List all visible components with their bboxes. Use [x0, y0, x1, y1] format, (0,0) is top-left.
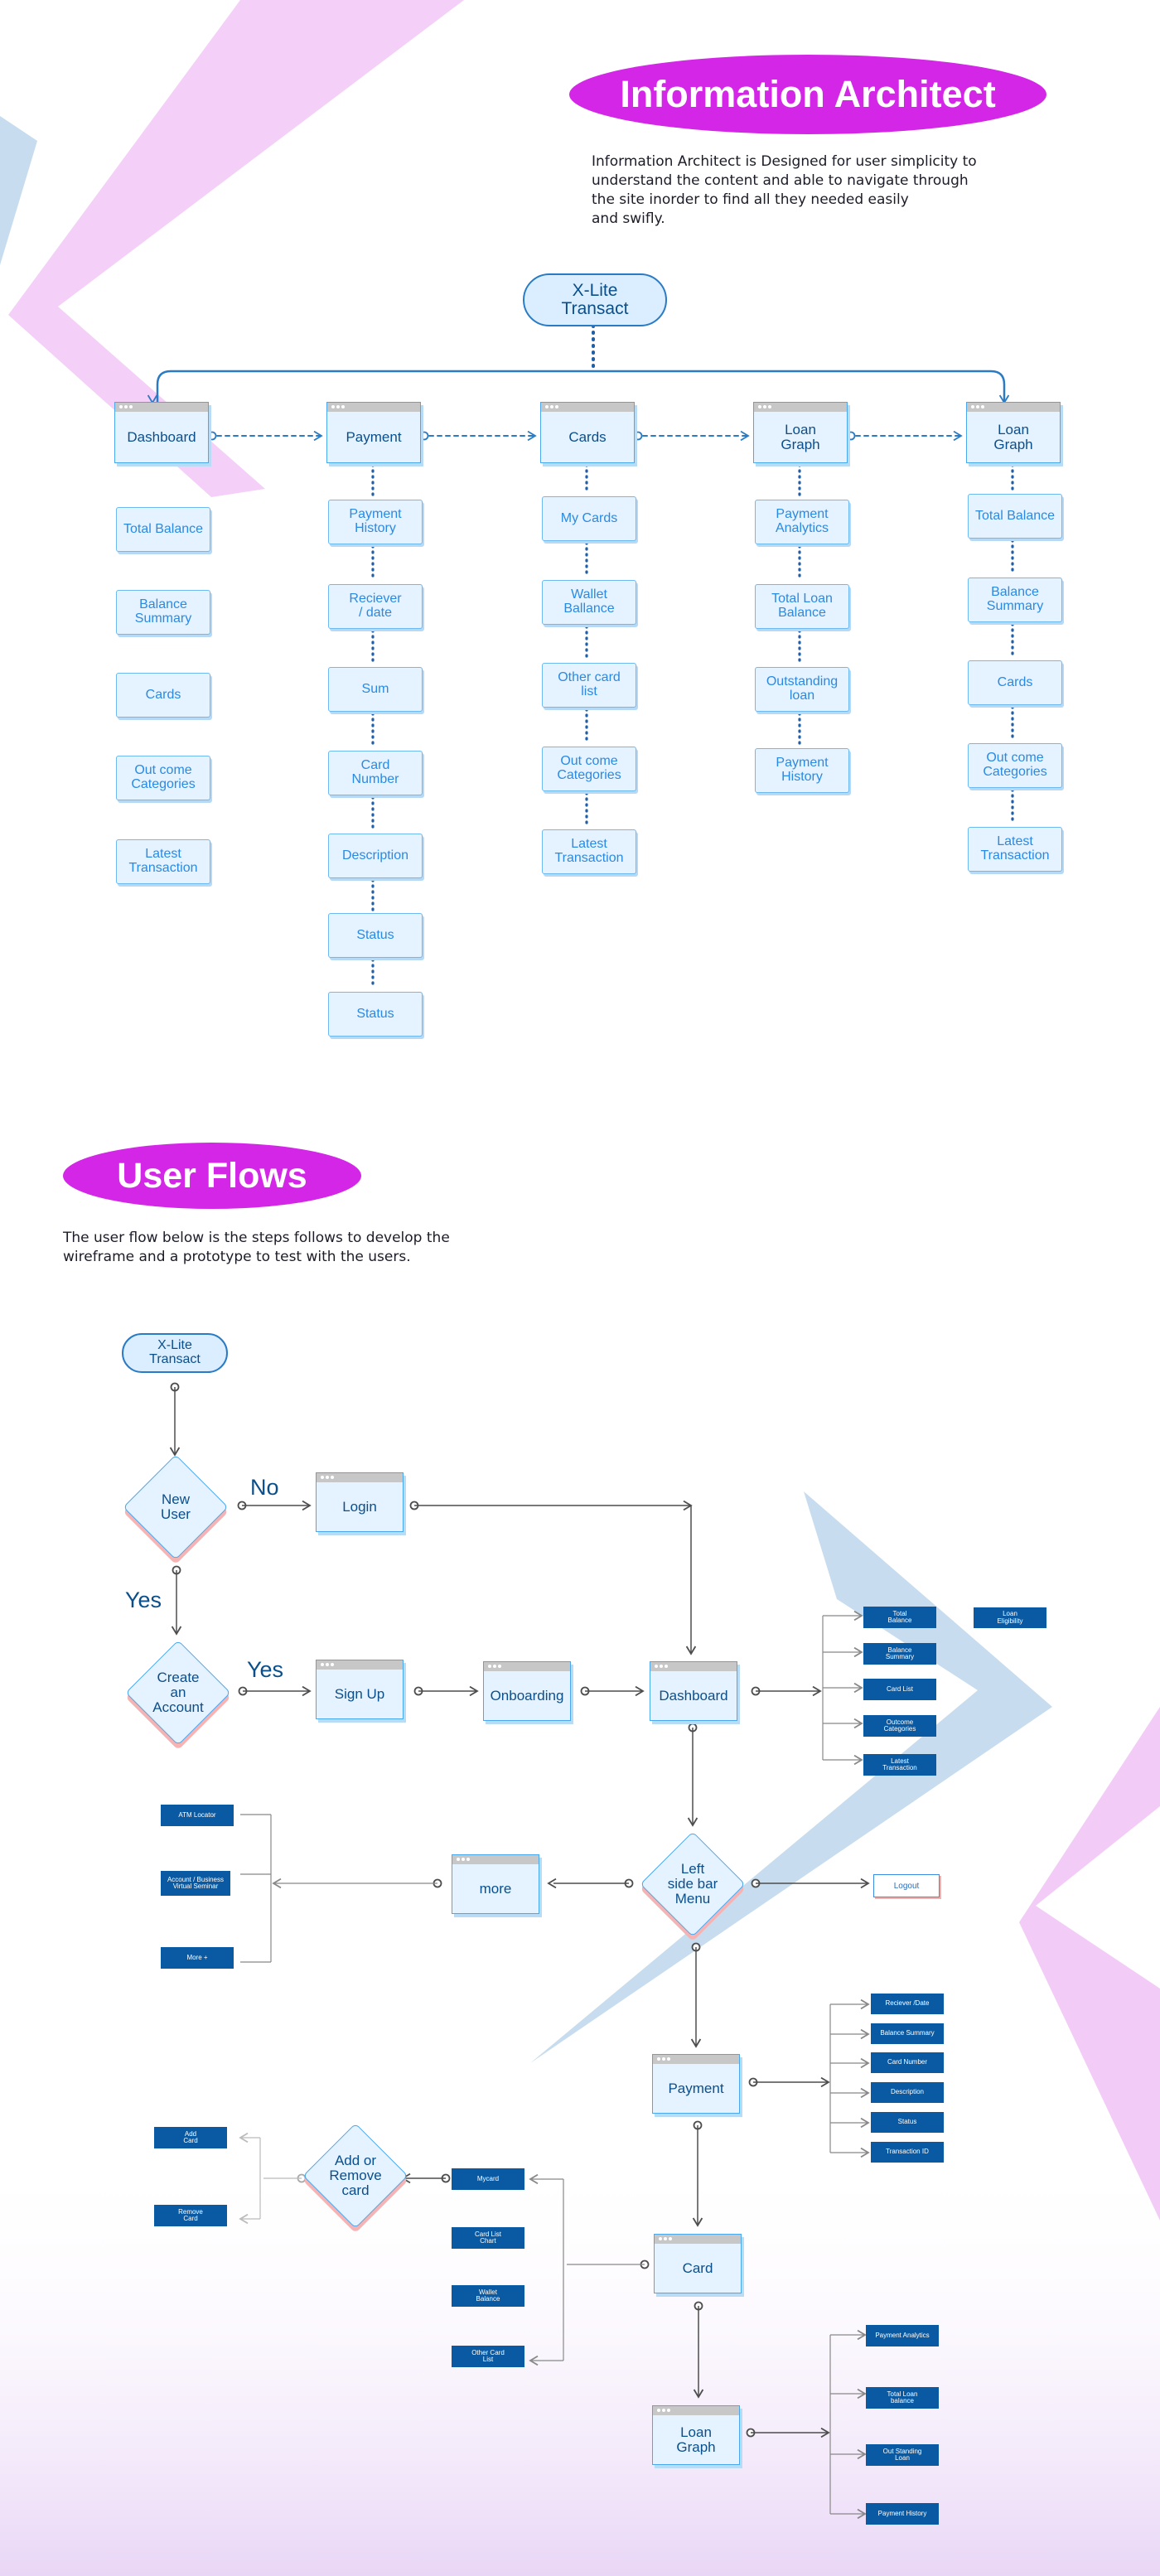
ia-item: Payment History [328, 500, 423, 544]
chip-payment-item: Status [871, 2112, 944, 2133]
chip-add-remove-item: Add Card [154, 2127, 227, 2148]
screen-more[interactable]: more [452, 1854, 539, 1914]
chip-payment-item: Description [871, 2082, 944, 2103]
ia-item: Description [328, 834, 423, 878]
chip-loan-item: Payment Analytics [866, 2325, 939, 2346]
ia-item: Total Balance [116, 507, 210, 552]
decision-add-remove-card-label: Add or Remove card [329, 2153, 382, 2198]
ia-item: Latest Transaction [542, 829, 636, 874]
ia-item: Payment Analytics [755, 500, 849, 544]
screen-loan-graph[interactable]: Loan Graph [652, 2405, 740, 2465]
chip-dashboard-item: Outcome Categories [863, 1715, 936, 1737]
ia-header-label: Loan Graph [781, 421, 820, 452]
ia-item: Other card list [542, 663, 636, 708]
screen-payment[interactable]: Payment [652, 2054, 740, 2114]
ia-item: Reciever / date [328, 584, 423, 629]
ia-item: Status [328, 913, 423, 958]
ia-root-node: X-Lite Transact [523, 273, 667, 326]
screen-onboarding[interactable]: Onboarding [483, 1661, 571, 1721]
ia-item: Balance Summary [116, 590, 210, 635]
chip-payment-item: Card Number [871, 2052, 944, 2073]
screen-dashboard-label: Dashboard [659, 1687, 728, 1704]
chip-dashboard-item: Balance Summary [863, 1643, 936, 1665]
screen-signup[interactable]: Sign Up [316, 1660, 404, 1719]
ia-item: Latest Transaction [968, 827, 1062, 872]
chip-add-remove-item: Remove Card [154, 2205, 227, 2226]
chip-card-item: Mycard [452, 2168, 524, 2190]
ia-item: Cards [968, 660, 1062, 705]
ia-item: Status [328, 992, 423, 1037]
screen-login[interactable]: Login [316, 1472, 404, 1532]
screen-signup-label: Sign Up [334, 1685, 385, 1702]
screen-onboarding-label: Onboarding [490, 1687, 564, 1704]
chip-loan-item: Total Loan balance [866, 2387, 939, 2409]
ia-item: Card Number [328, 751, 423, 795]
uf-start-node: X-Lite Transact [122, 1333, 228, 1373]
chip-more-item: Account / Business Virtual Seminar [161, 1871, 230, 1896]
screen-more-label: more [479, 1880, 512, 1897]
chip-loan-item: Payment History [866, 2503, 939, 2525]
ia-item: Out come Categories [116, 756, 210, 800]
chip-more-item: More + [161, 1947, 234, 1969]
chip-more-item: ATM Locator [161, 1805, 234, 1826]
ia-item: Sum [328, 667, 423, 712]
ia-item: Cards [116, 673, 210, 718]
ia-header-label: Payment [346, 428, 402, 445]
screen-card[interactable]: Card [654, 2234, 742, 2293]
ia-item: Outstanding loan [755, 667, 849, 712]
ia-item: Out come Categories [968, 743, 1062, 788]
ia-header-2: Cards [540, 402, 635, 463]
chip-card-item: Other Card List [452, 2346, 524, 2367]
uf-intro: The user flow below is the steps follows… [63, 1230, 450, 1265]
ia-header-label: Dashboard [127, 428, 196, 445]
chip-card-item: Wallet Balance [452, 2285, 524, 2307]
ia-header-4: Loan Graph [966, 402, 1061, 463]
ia-item: Balance Summary [968, 578, 1062, 622]
ia-intro: Information Architect is Designed for us… [592, 153, 977, 227]
decision-create-account-label: Create an Account [152, 1670, 204, 1715]
ia-item: Total Balance [968, 494, 1062, 539]
ia-header-0: Dashboard [114, 402, 209, 463]
chip-payment-item: Balance Summary [871, 2023, 944, 2044]
chip-card-item: Card List Chart [452, 2227, 524, 2249]
screen-card-label: Card [682, 2259, 713, 2276]
decision-new-user-label: New User [161, 1491, 191, 1522]
chip-loan-eligibility: Loan Eligibility [974, 1607, 1046, 1628]
ia-item: Total Loan Balance [755, 584, 849, 629]
logout-button[interactable]: Logout [873, 1874, 940, 1897]
ia-item: Latest Transaction [116, 839, 210, 884]
chip-dashboard-item: Card List [863, 1679, 936, 1700]
label-yes-down: Yes [125, 1588, 162, 1612]
label-yes-right: Yes [247, 1657, 284, 1682]
uf-title: User Flows [63, 1143, 361, 1209]
screen-payment-label: Payment [668, 2080, 724, 2096]
decision-left-side-bar-menu-label: Left side bar Menu [667, 1861, 718, 1907]
ia-item: My Cards [542, 496, 636, 541]
ia-item: Payment History [755, 748, 849, 793]
label-no: No [250, 1475, 279, 1500]
ia-header-label: Loan Graph [993, 421, 1033, 452]
chip-dashboard-item: Total Balance [863, 1607, 936, 1628]
screen-dashboard[interactable]: Dashboard [650, 1661, 737, 1721]
chip-payment-item: Transaction ID [871, 2142, 944, 2163]
ia-item: Wallet Ballance [542, 580, 636, 625]
chip-dashboard-item: Latest Transaction [863, 1754, 936, 1776]
screen-loan-graph-label: Loan Graph [676, 2424, 716, 2455]
ia-header-1: Payment [326, 402, 421, 463]
ia-title: Information Architect [569, 55, 1046, 134]
chip-loan-item: Out Standing Loan [866, 2444, 939, 2466]
ia-item: Out come Categories [542, 747, 636, 791]
chip-payment-item: Reciever /Date [871, 1994, 944, 2014]
ia-header-3: Loan Graph [753, 402, 848, 463]
ia-header-label: Cards [568, 428, 607, 445]
screen-login-label: Login [342, 1498, 377, 1515]
